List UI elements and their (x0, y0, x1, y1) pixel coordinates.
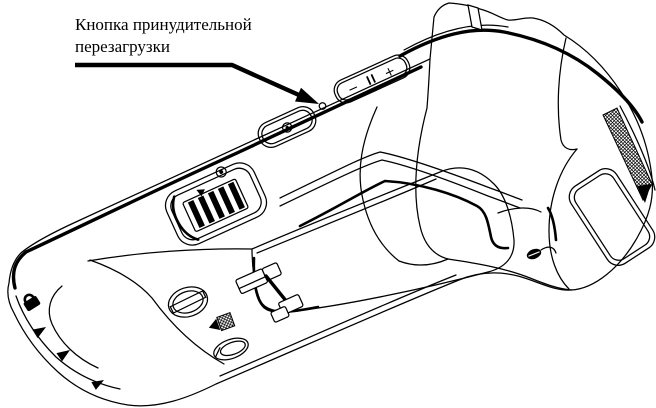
callout-label: Кнопка принудительной перезагрузки (75, 14, 252, 58)
panel-tick (370, 73, 376, 83)
hatch-arrow-icon (208, 312, 236, 332)
slide-arrow-icon (56, 350, 70, 362)
connector-outline (164, 162, 268, 246)
butt-inner-contour (48, 285, 99, 369)
head-accent-line (398, 28, 644, 124)
bottom-edge-inner-line (219, 274, 457, 377)
top-notch-tab (467, 4, 483, 31)
body-outline (7, 2, 654, 407)
volume-panel: − + (333, 54, 411, 104)
callout-arrowhead (295, 87, 319, 104)
scan-window (568, 168, 656, 266)
callout-label-line1: Кнопка принудительной (75, 15, 252, 34)
screw-panel (257, 106, 317, 148)
panel-tick (366, 76, 372, 85)
battery-latch (235, 262, 304, 323)
head-contour-line (403, 24, 509, 51)
rotary-latch (167, 286, 209, 318)
top-edge-accent-line (11, 65, 423, 290)
head-face-line (548, 148, 578, 290)
neck-contour-lines (279, 58, 573, 291)
docking-connector (164, 162, 268, 246)
side-face-line (87, 248, 253, 262)
reset-button (318, 102, 327, 110)
rubber-foot (213, 337, 249, 361)
lock-icon (23, 293, 41, 312)
connector-screw (215, 166, 227, 178)
scanner-head (526, 37, 656, 290)
slide-arrow-icon (91, 380, 104, 390)
connector-pins (187, 181, 245, 229)
connector-pin-block (182, 178, 249, 232)
battery-hump-contour (89, 259, 225, 365)
callout-arrow (75, 62, 319, 104)
connector-arrow-icon (196, 189, 205, 197)
window-screw (526, 248, 542, 260)
ribbed-grip-strip (602, 107, 653, 203)
slide-arrow-icon (32, 327, 46, 339)
callout-label-line2: перезагрузки (75, 37, 170, 56)
panel-screw (281, 122, 293, 133)
battery-door (251, 167, 515, 314)
